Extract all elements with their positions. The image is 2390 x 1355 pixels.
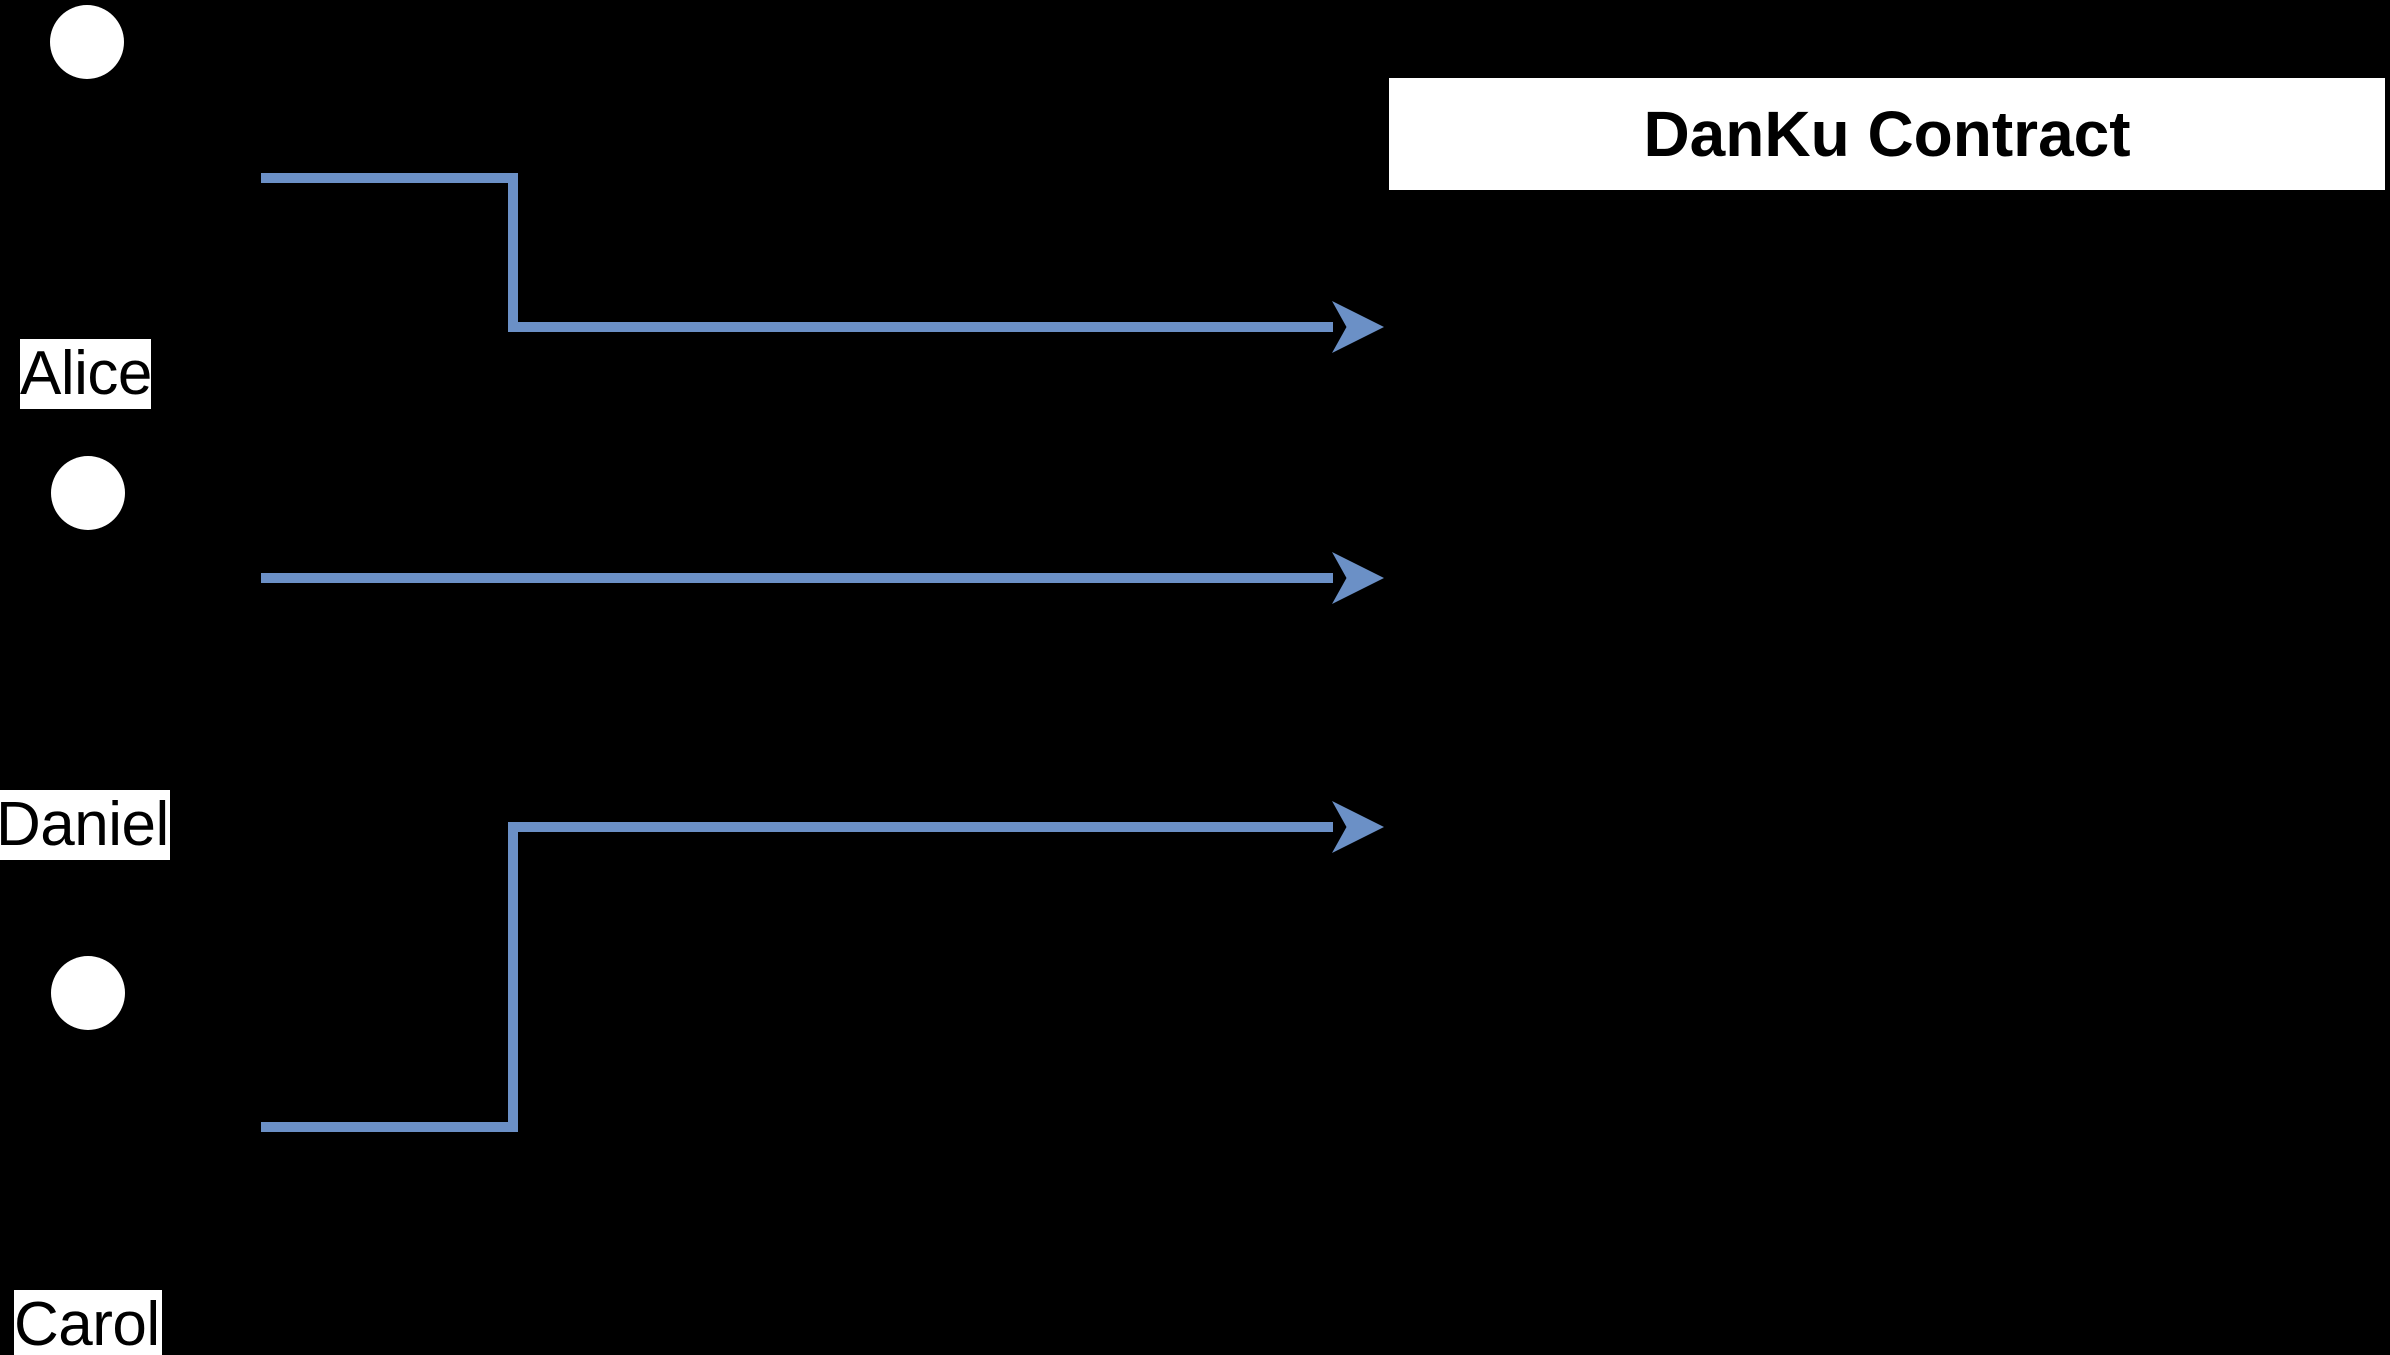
actor-label-carol-text: Carol xyxy=(14,1290,160,1355)
connector-alice-to-contract xyxy=(261,173,1384,354)
actor-label-daniel-text: Daniel xyxy=(0,790,169,859)
actor-avatar-daniel xyxy=(51,456,125,530)
contract-title: DanKu Contract xyxy=(1643,98,2131,170)
actor-label-carol: Carol xyxy=(14,1290,162,1355)
actor-avatar-carol xyxy=(51,956,125,1030)
actor-label-alice-text: Alice xyxy=(20,339,152,408)
contract-node: DanKu Contract xyxy=(1389,78,2385,190)
actor-avatar-alice xyxy=(50,5,124,79)
actor-label-alice: Alice xyxy=(20,339,152,409)
actor-label-daniel: Daniel xyxy=(0,790,170,860)
connector-carol-path xyxy=(261,801,1384,1132)
connector-alice-path xyxy=(261,173,1384,354)
connector-carol-to-contract xyxy=(261,801,1384,1132)
